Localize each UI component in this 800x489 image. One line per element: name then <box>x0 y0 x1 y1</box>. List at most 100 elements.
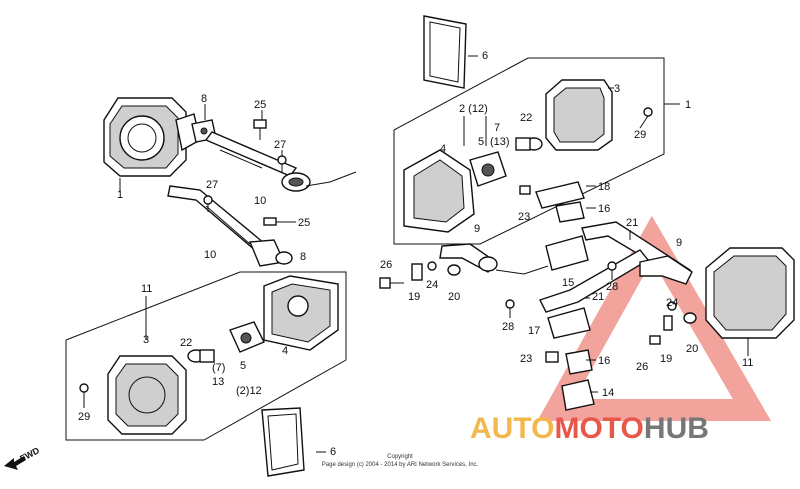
damper-16-top <box>555 201 585 223</box>
callout-20-right: 20 <box>686 343 698 355</box>
callout-4-left: 4 <box>282 345 288 357</box>
callout-2-12-top: 2 (12) <box>459 103 488 115</box>
callout-29-left: 29 <box>78 411 90 423</box>
callout-13-top: (13) <box>490 136 510 148</box>
mid-left-screw-27 <box>203 195 213 212</box>
callout-8-low: 8 <box>300 251 306 263</box>
copyright-line-1: Copyright <box>387 454 413 460</box>
callout-22-top: 22 <box>520 112 532 124</box>
callout-29-right: 29 <box>634 129 646 141</box>
upper-right-lens-3 <box>545 79 613 151</box>
callout-3-left: 3 <box>143 334 149 346</box>
callout-16-low: 16 <box>598 355 610 367</box>
callout-28-right: 28 <box>606 281 618 293</box>
callout-6-top: 6 <box>482 50 488 62</box>
callout-17: 17 <box>528 325 540 337</box>
upper-right-bulb-22 <box>515 137 543 151</box>
callout-24-left: 24 <box>426 279 438 291</box>
callout-11-left: 11 <box>141 283 152 295</box>
lower-gasket-6 <box>261 407 305 477</box>
callout-leaders <box>119 55 749 453</box>
callout-21-mid: 21 <box>592 291 604 303</box>
callout-4-top: 4 <box>440 143 446 155</box>
callout-10-low: 10 <box>204 249 216 261</box>
callout-9-right: 9 <box>676 237 682 249</box>
callout-19-left: 19 <box>408 291 420 303</box>
callout-9-left: 9 <box>474 223 480 235</box>
callout-24-right: 24 <box>666 297 678 309</box>
callout-15: 15 <box>562 277 574 289</box>
mid-right-bolt-26 <box>379 277 404 289</box>
copyright-line-2: Page design (c) 2004 - 2014 by ARI Netwo… <box>322 462 479 468</box>
right-signal-housing-11 <box>705 247 795 339</box>
callout-25-top: 25 <box>254 99 266 111</box>
fwd-arrow-icon <box>4 456 26 470</box>
upper-right-assembly-frame <box>393 57 665 245</box>
upper-right-screw-29 <box>639 107 653 129</box>
mid-right-nut-24 <box>427 261 437 271</box>
callout-1-right: 1 <box>685 99 691 111</box>
upper-left-screw-25 <box>253 119 267 140</box>
watermark-part-moto: MOTO <box>554 412 643 445</box>
callout-20-left: 20 <box>448 291 460 303</box>
callout-8-top: 8 <box>201 93 207 105</box>
lower-left-bulb-22 <box>187 349 215 363</box>
watermark-triangle <box>537 215 772 421</box>
lower-left-assembly-frame <box>65 271 347 441</box>
grommet-23-top <box>519 185 531 195</box>
callout-10-top: 10 <box>254 195 266 207</box>
lower-left-lens-3 <box>107 355 187 435</box>
upper-left-stem-10 <box>204 131 357 192</box>
callout-27-top: 27 <box>274 139 286 151</box>
lower-left-body-4 <box>263 275 339 351</box>
callout-7-left: (7) <box>212 362 225 374</box>
lower-left-screw-29 <box>79 383 89 408</box>
screw-28-left <box>505 299 515 318</box>
grommet-23-low <box>545 351 559 363</box>
mid-left-stem-10 <box>167 185 286 267</box>
callout-16-top: 16 <box>598 203 610 215</box>
callout-2-12-left: (2)12 <box>236 385 262 397</box>
callout-7-top: 7 <box>494 122 500 134</box>
upper-right-body-4 <box>403 149 475 233</box>
mid-right-washer-19 <box>411 263 423 281</box>
callout-27-mid: 27 <box>206 179 218 191</box>
damper-16-low <box>565 349 593 375</box>
plate-15 <box>545 235 589 271</box>
forward-direction-indicator: FWD <box>4 445 41 470</box>
callout-23-top: 23 <box>518 211 530 223</box>
mid-right-stem-9-left <box>439 243 549 275</box>
callout-26-left: 26 <box>380 259 392 271</box>
callout-1-left: 1 <box>117 189 123 201</box>
callout-21-top: 21 <box>626 217 638 229</box>
callout-19-right: 19 <box>660 353 672 365</box>
callout-13-left: 13 <box>212 376 224 388</box>
callout-26-right: 26 <box>636 361 648 373</box>
callout-6-bottom: 6 <box>330 446 336 458</box>
watermark-logo: AUTOMOTOHUB <box>470 412 709 445</box>
callout-3-top: 3 <box>614 83 620 95</box>
callout-14: 14 <box>602 387 614 399</box>
screw-28-right <box>607 261 617 280</box>
callout-22-left: 22 <box>180 337 192 349</box>
watermark-part-auto: AUTO <box>470 412 554 445</box>
mid-right-stem-9-right <box>639 255 693 285</box>
fwd-label: FWD <box>18 445 41 464</box>
watermark-text: AUTOMOTOHUB <box>470 412 709 445</box>
right-hardware-group <box>649 301 697 345</box>
damper-14 <box>561 379 595 411</box>
mid-left-screw-25 <box>263 217 294 226</box>
watermark-part-hub: HUB <box>644 412 709 445</box>
mid-right-nut-20 <box>447 264 461 276</box>
copyright-block: Copyright Page design (c) 2004 - 2014 by… <box>322 454 479 468</box>
lower-left-socket-5 <box>229 321 265 353</box>
callout-11-right: 11 <box>742 357 753 369</box>
callout-5-left: 5 <box>240 360 246 372</box>
upper-right-socket-5 <box>469 151 507 187</box>
bracket-17 <box>547 307 591 339</box>
mid-left-nut-8 <box>275 251 293 265</box>
callout-23-low: 23 <box>520 353 532 365</box>
callout-25-mid: 25 <box>298 217 310 229</box>
callout-5-top: 5 <box>478 136 484 148</box>
